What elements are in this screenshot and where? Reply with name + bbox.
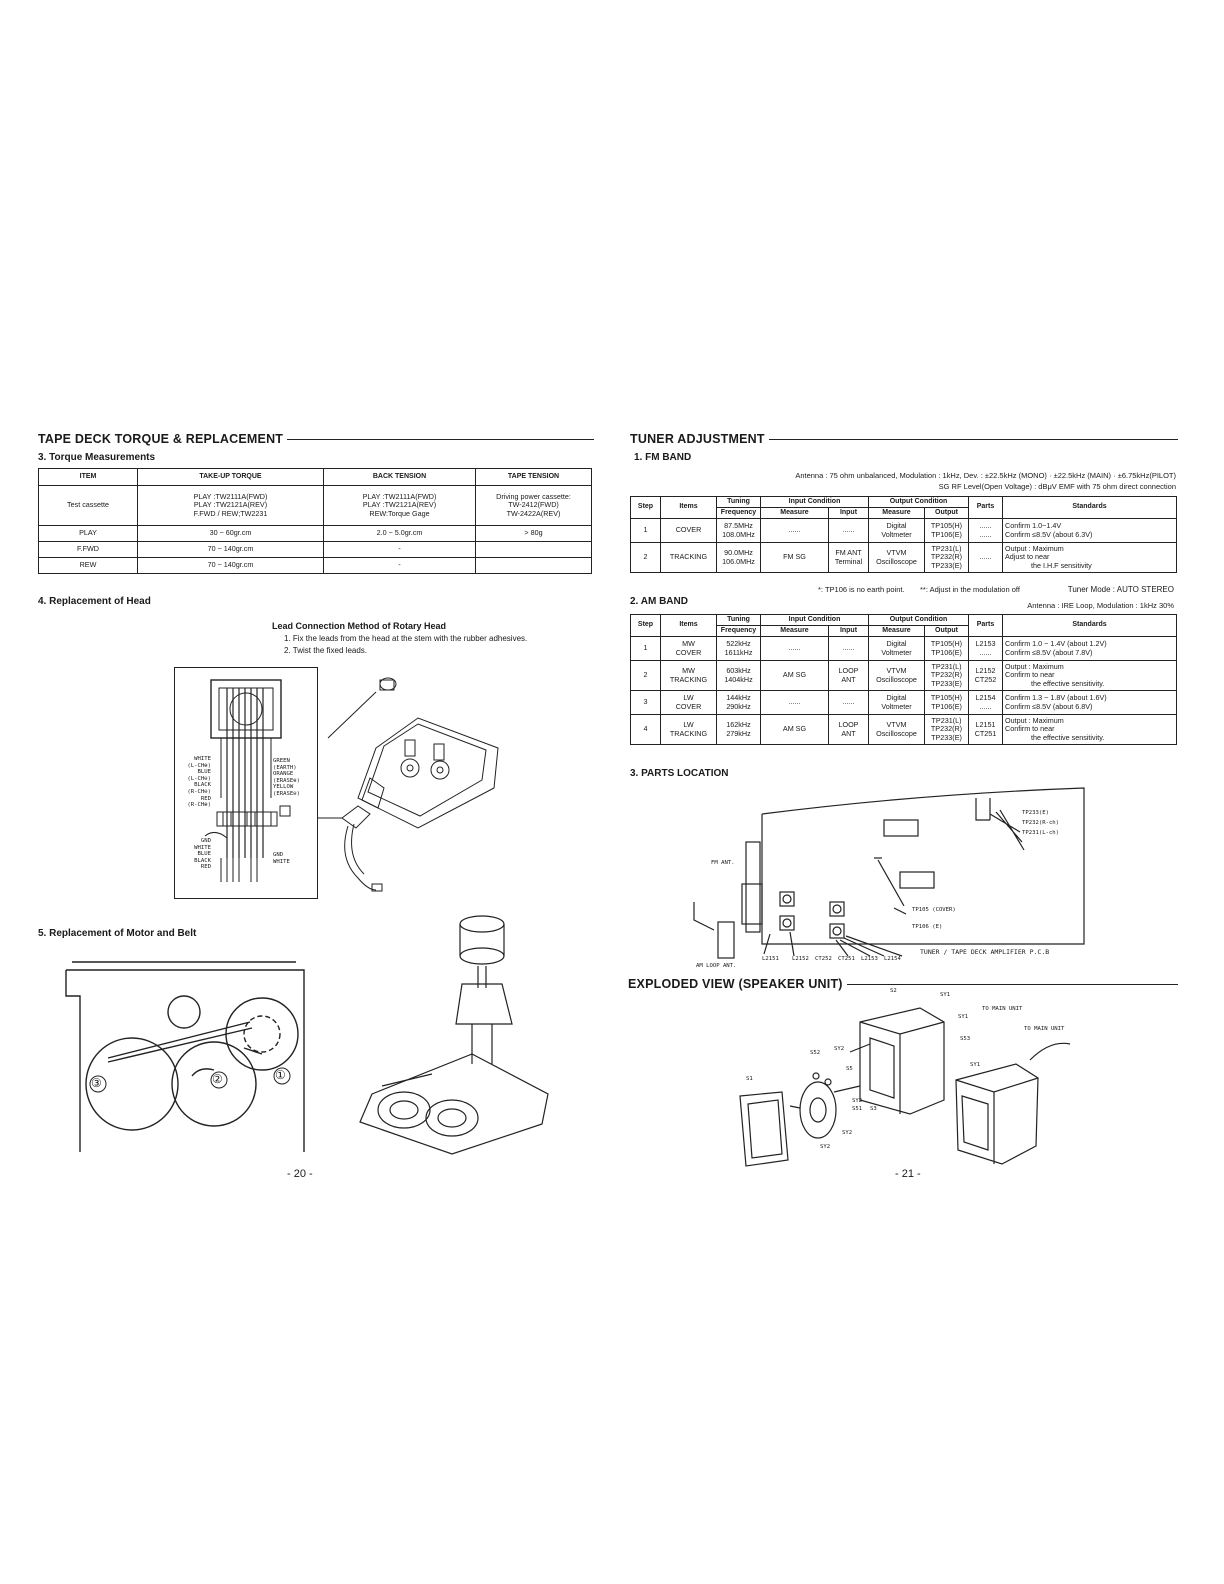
label-tp233: TP233(E) bbox=[1022, 810, 1049, 816]
cell: - bbox=[323, 557, 476, 574]
exploded-label-sy2c: SY2 bbox=[842, 1130, 853, 1136]
col-tension: TAPE TENSION bbox=[475, 468, 592, 486]
wire-labels-right: GREEN(EARTH) ORANGE(ERASE⊕) YELLOW(ERASE… bbox=[273, 758, 300, 797]
cell: Driving power cassette:TW-2412(FWD)TW-24… bbox=[475, 485, 592, 526]
left-section-title: TAPE DECK TORQUE & REPLACEMENT bbox=[38, 432, 594, 446]
section-title-text: TUNER ADJUSTMENT bbox=[630, 432, 765, 446]
head-wiring-diagram: WHITE(L-CH⊕) BLUE(L-CH⊖) BLACK(R-CH⊖) RE… bbox=[174, 667, 318, 899]
exploded-label-sy2: SY2 bbox=[834, 1046, 845, 1052]
callout-3: ③ bbox=[91, 1076, 102, 1090]
cell: REW bbox=[38, 557, 138, 574]
cell: PLAY :TW2111A(FWD)PLAY :TW2121A(REV)F.FW… bbox=[137, 485, 324, 526]
label-ct251: CT251 bbox=[838, 956, 855, 962]
right-section-title: TUNER ADJUSTMENT bbox=[630, 432, 1178, 446]
am-heading: 2. AM BAND bbox=[630, 596, 688, 607]
label-fm-ant: FM ANT. bbox=[711, 860, 735, 866]
cell: 70 ~ 140gr.cm bbox=[137, 557, 324, 574]
cell: - bbox=[323, 541, 476, 558]
head-heading: 4. Replacement of Head bbox=[38, 596, 151, 607]
title-rule bbox=[287, 438, 594, 440]
label-tp232: TP232(R-ch) bbox=[1022, 820, 1060, 826]
label-tp106: TP106 (E) bbox=[912, 924, 943, 930]
cell bbox=[475, 541, 592, 558]
exploded-label-sy1-mid: SY1 bbox=[958, 1014, 969, 1020]
parts-location-pcb-drawing bbox=[693, 787, 1085, 959]
col-item: ITEM bbox=[38, 468, 138, 486]
cell: PLAY bbox=[38, 525, 138, 542]
cell: PLAY :TW2111A(FWD)PLAY :TW2121A(REV)REW:… bbox=[323, 485, 476, 526]
fm-sg-note: SG RF Level(Open Voltage) : dBμV EMF wit… bbox=[938, 482, 1176, 491]
lead-method-title: Lead Connection Method of Rotary Head bbox=[272, 621, 447, 631]
cell: 70 ~ 140gr.cm bbox=[137, 541, 324, 558]
exploded-label-sy1-right: SY1 bbox=[970, 1062, 981, 1068]
cell: Test cassette bbox=[38, 485, 138, 526]
torque-heading: 3. Torque Measurements bbox=[38, 452, 156, 463]
cell: > 80g bbox=[475, 525, 592, 542]
exploded-label-to-main-2: TO MAIN UNIT bbox=[1024, 1026, 1065, 1032]
lead-step-2: 2. Twist the fixed leads. bbox=[284, 646, 368, 655]
label-l2151: L2151 bbox=[762, 956, 779, 962]
label-l2154: L2154 bbox=[884, 956, 901, 962]
exploded-label-sy2b: SY2 bbox=[852, 1098, 863, 1104]
lead-step-1: 1. Fix the leads from the head at the st… bbox=[284, 634, 528, 643]
fm-footnote-1: *: TP106 is no earth point. bbox=[818, 585, 905, 594]
exploded-label-s1: S1 bbox=[746, 1076, 753, 1082]
am-band-table: Step Items Tuning Input Condition Output… bbox=[630, 614, 1178, 745]
tuner-mode: Tuner Mode : AUTO STEREO bbox=[1067, 585, 1174, 594]
callout-2: ② bbox=[212, 1072, 223, 1086]
fm-heading: 1. FM BAND bbox=[634, 452, 692, 463]
label-am-loop: AM LOOP ANT. bbox=[696, 963, 737, 969]
label-tp231: TP231(L-ch) bbox=[1022, 830, 1060, 836]
fm-band-table: Step Items Tuning Input Condition Output… bbox=[630, 496, 1178, 573]
torque-table: ITEM TAKE-UP TORQUE BACK TENSION TAPE TE… bbox=[38, 468, 592, 574]
label-l2153: L2153 bbox=[861, 956, 878, 962]
exploded-label-s52: S52 bbox=[810, 1050, 821, 1056]
label-l2152: L2152 bbox=[792, 956, 809, 962]
head-wiring-svg bbox=[204, 679, 291, 882]
exploded-label-sy1-top: SY1 bbox=[940, 992, 951, 998]
title-rule bbox=[768, 438, 1178, 440]
am-antenna-note: Antenna : IRE Loop, Modulation : 1kHz 30… bbox=[1027, 601, 1174, 610]
motor-belt-drawing bbox=[65, 961, 305, 1152]
exploded-label-s5: S5 bbox=[846, 1066, 853, 1072]
exploded-label-s3: S3 bbox=[870, 1106, 877, 1112]
wire-labels-left: WHITE(L-CH⊕) BLUE(L-CH⊖) BLACK(R-CH⊖) RE… bbox=[187, 756, 211, 809]
fm-antenna-note: Antenna : 75 ohm unbalanced, Modulation … bbox=[795, 471, 1176, 480]
callout-1: ① bbox=[275, 1068, 286, 1082]
col-back: BACK TENSION bbox=[323, 468, 476, 486]
exploded-label-s2: S2 bbox=[890, 988, 897, 994]
right-page-number: - 21 - bbox=[895, 1168, 921, 1180]
section-title-text: EXPLODED VIEW (SPEAKER UNIT) bbox=[628, 977, 843, 991]
exploded-label-to-main-1: TO MAIN UNIT bbox=[982, 1006, 1023, 1012]
left-page-number: - 20 - bbox=[287, 1168, 313, 1180]
exploded-view-title: EXPLODED VIEW (SPEAKER UNIT) bbox=[628, 977, 1178, 991]
label-tp105: TP105 (COVER) bbox=[912, 907, 956, 913]
col-takeup: TAKE-UP TORQUE bbox=[137, 468, 324, 486]
exploded-label-sy2d: SY2 bbox=[820, 1144, 831, 1150]
motor-assembly-drawing bbox=[359, 915, 549, 1155]
title-rule bbox=[846, 983, 1178, 985]
parts-location-heading: 3. PARTS LOCATION bbox=[630, 768, 729, 779]
section-title-text: TAPE DECK TORQUE & REPLACEMENT bbox=[38, 432, 284, 446]
cell: 2.0 ~ 5.0gr.cm bbox=[323, 525, 476, 542]
cell: F.FWD bbox=[38, 541, 138, 558]
label-pcb: TUNER / TAPE DECK AMPLIFIER P.C.B bbox=[920, 948, 1050, 956]
label-ct252: CT252 bbox=[815, 956, 832, 962]
cell: 30 ~ 60gr.cm bbox=[137, 525, 324, 542]
exploded-label-s51: S51 bbox=[852, 1106, 863, 1112]
fm-footnote-2: **: Adjust in the modulation off bbox=[920, 585, 1020, 594]
exploded-label-s53: S53 bbox=[960, 1036, 971, 1042]
cell bbox=[475, 557, 592, 574]
tape-deck-mechanism-drawing bbox=[318, 677, 499, 892]
speaker-exploded-drawing bbox=[739, 1007, 1071, 1167]
motor-heading: 5. Replacement of Motor and Belt bbox=[38, 928, 197, 939]
